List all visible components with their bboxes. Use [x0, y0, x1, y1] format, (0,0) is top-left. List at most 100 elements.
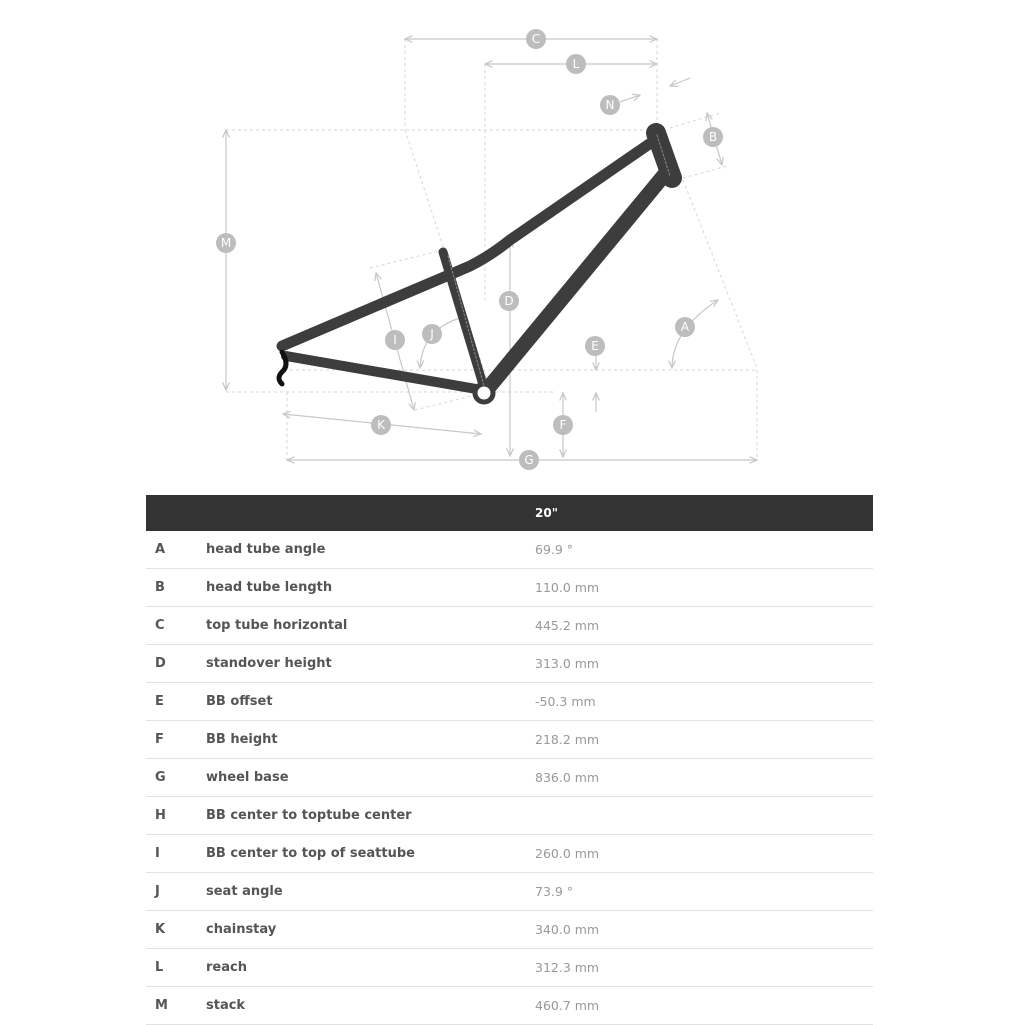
header-size: 20" [535, 495, 873, 531]
dimension-label-c: C [526, 29, 546, 49]
dimension-label-e: E [585, 336, 605, 356]
label-circle [371, 415, 391, 435]
header-letter [146, 495, 206, 531]
label-circle [499, 291, 519, 311]
dimension-label-j: J [422, 324, 442, 344]
row-label: head tube angle [206, 531, 535, 569]
label-circle [519, 450, 539, 470]
row-label: standover height [206, 644, 535, 683]
row-value: -50.3 mm [535, 682, 873, 721]
row-letter: I [146, 834, 206, 873]
label-letter: B [709, 130, 717, 144]
label-circle [566, 54, 586, 74]
dimension-label-f: F [553, 415, 573, 435]
label-letter: D [504, 294, 513, 308]
row-letter: E [146, 682, 206, 721]
label-letter: J [429, 327, 434, 341]
row-label: BB center to top of seattube [206, 834, 535, 873]
dimension-label-k: K [371, 415, 391, 435]
label-letter: C [532, 32, 540, 46]
row-letter: C [146, 606, 206, 645]
row-letter: J [146, 872, 206, 911]
row-value [535, 796, 873, 835]
row-value: 69.9 ° [535, 531, 873, 569]
down-tube [477, 160, 678, 400]
row-value: 110.0 mm [535, 568, 873, 607]
row-label: seat angle [206, 872, 535, 911]
row-label: reach [206, 948, 535, 987]
row-label: stack [206, 986, 535, 1025]
table-header-row: 20" [146, 495, 873, 531]
bottom-bracket [472, 381, 496, 405]
row-letter: K [146, 910, 206, 949]
label-circle [585, 336, 605, 356]
dimension-label-d: D [499, 291, 519, 311]
label-circle [526, 29, 546, 49]
row-label: top tube horizontal [206, 606, 535, 645]
row-label: BB offset [206, 682, 535, 721]
label-letter: M [221, 236, 231, 250]
dimension-labels: A B C D E F G I J K L M N [216, 29, 723, 470]
top-tube [276, 134, 661, 352]
label-circle [703, 127, 723, 147]
row-label: BB height [206, 720, 535, 759]
label-letter: E [591, 339, 599, 353]
label-circle [422, 324, 442, 344]
row-label: chainstay [206, 910, 535, 949]
row-letter: M [146, 986, 206, 1025]
label-letter: K [377, 418, 386, 432]
seat-tube [438, 247, 489, 393]
row-letter: G [146, 758, 206, 797]
row-value: 260.0 mm [535, 834, 873, 873]
row-label: head tube length [206, 568, 535, 607]
row-value: 73.9 ° [535, 872, 873, 911]
bike-frame [276, 123, 682, 405]
chainstay [281, 351, 487, 395]
label-circle [675, 317, 695, 337]
row-letter: L [146, 948, 206, 987]
dimension-label-a: A [675, 317, 695, 337]
row-value: 313.0 mm [535, 644, 873, 683]
row-value: 218.2 mm [535, 720, 873, 759]
label-circle [385, 330, 405, 350]
row-letter: F [146, 720, 206, 759]
dimension-label-m: M [216, 233, 236, 253]
dimension-label-g: G [519, 450, 539, 470]
label-letter: L [573, 57, 580, 71]
row-value: 340.0 mm [535, 910, 873, 949]
row-letter: A [146, 531, 206, 569]
label-letter: G [524, 453, 533, 467]
dimension-label-i: I [385, 330, 405, 350]
label-letter: A [681, 320, 690, 334]
rear-dropout [276, 349, 289, 387]
dimension-label-b: B [703, 127, 723, 147]
row-letter: D [146, 644, 206, 683]
row-label: BB center to toptube center [206, 796, 535, 835]
label-letter: N [606, 98, 615, 112]
row-value: 836.0 mm [535, 758, 873, 797]
row-value: 445.2 mm [535, 606, 873, 645]
label-circle [216, 233, 236, 253]
label-letter: I [393, 333, 397, 347]
label-letter: F [560, 418, 567, 432]
dimension-label-l: L [566, 54, 586, 74]
row-value: 460.7 mm [535, 986, 873, 1025]
header-label [206, 495, 535, 531]
frame-geometry-diagram: A B C D E F G I J K L M N [216, 29, 1020, 470]
label-circle [600, 95, 620, 115]
label-circle [553, 415, 573, 435]
row-value: 312.3 mm [535, 948, 873, 987]
